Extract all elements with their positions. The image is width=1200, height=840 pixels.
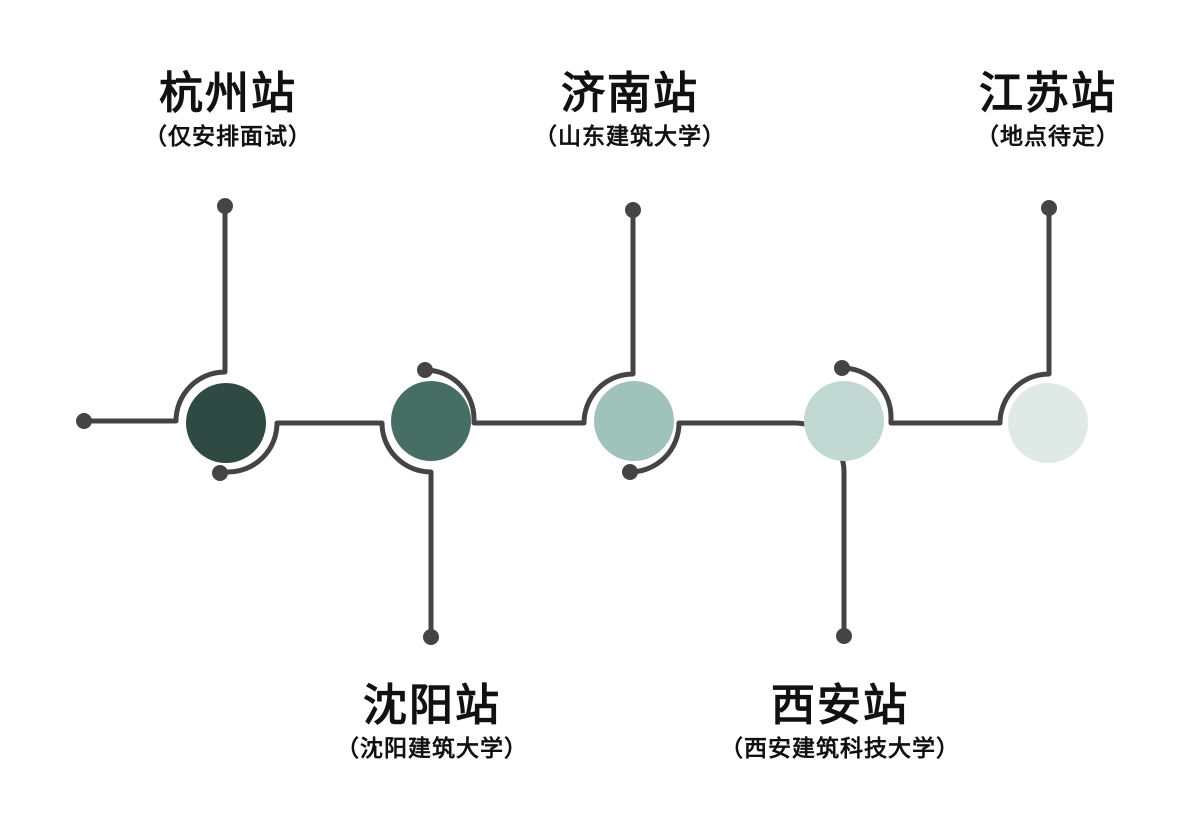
station-label-hangzhou: 杭州站 （仅安排面试） bbox=[144, 68, 312, 152]
station-venue: （西安建筑科技大学） bbox=[720, 736, 960, 762]
connector-dot-shenyang bbox=[423, 629, 439, 645]
station-name: 沈阳站 bbox=[363, 680, 501, 731]
track-start-dot bbox=[76, 413, 92, 429]
connector-dot-hangzhou bbox=[217, 198, 233, 214]
station-venue: （仅安排面试） bbox=[144, 124, 312, 150]
connector-dot-jinan bbox=[625, 202, 641, 218]
station-venue: （地点待定） bbox=[976, 124, 1120, 150]
station-label-jinan: 济南站 （山东建筑大学） bbox=[534, 68, 726, 152]
track-path bbox=[81, 203, 1052, 640]
station-nodes bbox=[186, 381, 1088, 463]
station-node-jiangsu bbox=[1008, 383, 1088, 463]
station-node-shenyang bbox=[391, 381, 471, 461]
station-name: 江苏站 bbox=[979, 68, 1117, 119]
connector-dot-jiangsu bbox=[1041, 200, 1057, 216]
station-node-hangzhou bbox=[186, 383, 266, 463]
connector-dot-shenyang-upper bbox=[417, 362, 433, 378]
connector-dot-jinan-lower bbox=[622, 464, 638, 480]
station-venue: （山东建筑大学） bbox=[534, 124, 726, 150]
connector-dot-hangzhou-lower bbox=[212, 465, 228, 481]
connector-dot-xian bbox=[836, 628, 852, 644]
connector-dots bbox=[76, 198, 1057, 645]
station-venue: （沈阳建筑大学） bbox=[336, 736, 528, 762]
station-label-jiangsu: 江苏站 （地点待定） bbox=[976, 68, 1120, 152]
station-label-shenyang: 沈阳站 （沈阳建筑大学） bbox=[336, 680, 528, 764]
connector-dot-xian-upper bbox=[834, 360, 850, 376]
station-node-xian bbox=[804, 381, 884, 461]
station-node-jinan bbox=[594, 381, 674, 461]
timeline-track bbox=[81, 203, 1052, 640]
station-name: 济南站 bbox=[561, 68, 699, 119]
station-name: 杭州站 bbox=[159, 68, 297, 119]
station-name: 西安站 bbox=[771, 680, 909, 731]
station-label-xian: 西安站 （西安建筑科技大学） bbox=[720, 680, 960, 764]
